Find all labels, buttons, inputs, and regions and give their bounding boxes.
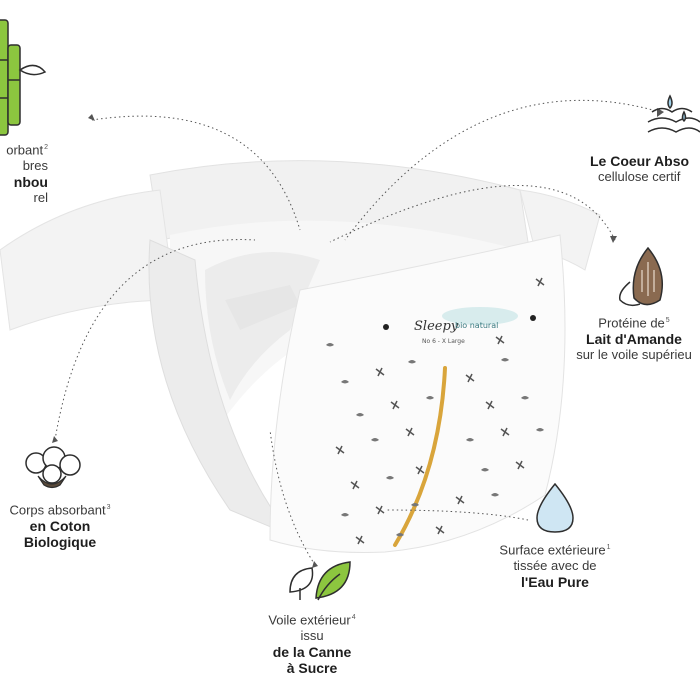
size-label: No 6 - X Large — [422, 338, 465, 345]
diaper-print-pattern — [326, 277, 545, 545]
core-line1: cellulose certif — [598, 169, 681, 184]
print-motif — [341, 513, 349, 517]
leaf-icon — [289, 561, 351, 601]
print-motif — [375, 367, 385, 377]
footnote-marker: 1 — [606, 544, 611, 551]
bamboo-icon — [0, 19, 47, 136]
print-motif — [326, 343, 334, 347]
connector-almond — [329, 185, 616, 243]
connector-cotton — [54, 239, 256, 441]
print-motif — [350, 480, 360, 490]
print-motif — [405, 427, 415, 437]
print-motif — [356, 413, 364, 417]
water-line2: tissée avec de — [513, 558, 597, 574]
print-motif — [371, 438, 379, 442]
sugarcane-line1: Voile extérieur — [268, 612, 351, 628]
almond-icon — [618, 246, 663, 307]
arrow-head — [610, 236, 617, 243]
print-motif — [355, 535, 365, 545]
cotton-bold1: en Coton — [29, 518, 91, 535]
footnote-marker: 2 — [44, 144, 48, 151]
brand-logo: Sleepy — [414, 319, 459, 334]
almond-line1: Protéine de — [598, 315, 665, 331]
footnote-marker: 5 — [665, 317, 670, 324]
print-motif — [536, 428, 544, 432]
arrow-head — [52, 436, 58, 443]
print-motif — [408, 360, 416, 364]
print-motif — [465, 373, 475, 383]
cotton-line1: Corps absorbant — [9, 502, 106, 518]
bamboo-line2: bres — [22, 158, 48, 174]
core-bold: Le Coeur Abso — [590, 153, 690, 169]
bamboo-line1: orbant — [6, 142, 44, 158]
bamboo-bold: nbou — [13, 174, 48, 191]
front-dot — [383, 324, 389, 330]
cotton-bold2: Biologique — [23, 534, 97, 551]
print-motif — [386, 476, 394, 480]
absorbent-core-icon — [647, 94, 700, 133]
print-motif — [335, 445, 345, 455]
print-motif — [495, 335, 505, 345]
almond-feature-label: Protéine de5 Lait d'Amande sur le voile … — [568, 313, 700, 363]
print-motif — [411, 503, 419, 507]
core-feature-label: Le Coeur Abso cellulose certif — [590, 153, 700, 185]
water-feature-label: Surface extérieure1 tissée avec de l'Eau… — [480, 540, 630, 590]
sugarcane-feature-label: Voile extérieur4 issu de la Canne à Sucr… — [252, 610, 372, 676]
connector-core — [344, 99, 661, 241]
sugarcane-bold1: de la Canne — [272, 644, 352, 661]
almond-bold: Lait d'Amande — [586, 331, 682, 348]
print-motif — [426, 396, 434, 400]
print-motif — [500, 427, 510, 437]
front-dot — [530, 315, 536, 321]
cotton-icon — [25, 446, 81, 489]
print-motif — [341, 380, 349, 384]
sugarcane-line2: issu — [300, 628, 324, 644]
sugarcane-bold2: à Sucre — [286, 660, 338, 677]
print-motif — [390, 400, 400, 410]
print-motif — [455, 495, 465, 505]
bamboo-line3: rel — [33, 190, 48, 206]
connector-bamboo — [91, 115, 301, 231]
footnote-marker: 3 — [106, 504, 111, 511]
arrow-head — [312, 561, 318, 568]
arrow-head — [88, 114, 95, 121]
print-motif — [535, 277, 545, 287]
cotton-feature-label: Corps absorbant3 en Coton Biologique — [0, 500, 120, 550]
print-motif — [521, 396, 529, 400]
print-motif — [415, 465, 425, 475]
logo-patch — [442, 307, 518, 325]
print-motif — [466, 438, 474, 442]
print-motif — [375, 505, 385, 515]
print-motif — [396, 533, 404, 537]
water-line1: Surface extérieure — [499, 542, 606, 558]
bamboo-feature-label: orbant2 bres nbou rel — [0, 140, 48, 206]
water-bold: l'Eau Pure — [521, 574, 589, 591]
connector-lines — [54, 99, 661, 566]
connector-sugarcane — [269, 429, 316, 566]
print-motif — [501, 358, 509, 362]
print-motif — [485, 400, 495, 410]
print-motif — [481, 468, 489, 472]
wetness-indicator-stripe — [393, 366, 447, 547]
brand-logo-sub: bio natural — [455, 321, 498, 330]
print-motif — [515, 460, 525, 470]
print-motif — [435, 525, 445, 535]
arrow-head — [657, 108, 664, 117]
diaper-tab — [225, 285, 300, 330]
print-motif — [491, 493, 499, 497]
water-drop-icon — [536, 482, 574, 533]
footnote-marker: 4 — [351, 614, 356, 621]
almond-line2: sur le voile supérieu — [576, 347, 692, 363]
